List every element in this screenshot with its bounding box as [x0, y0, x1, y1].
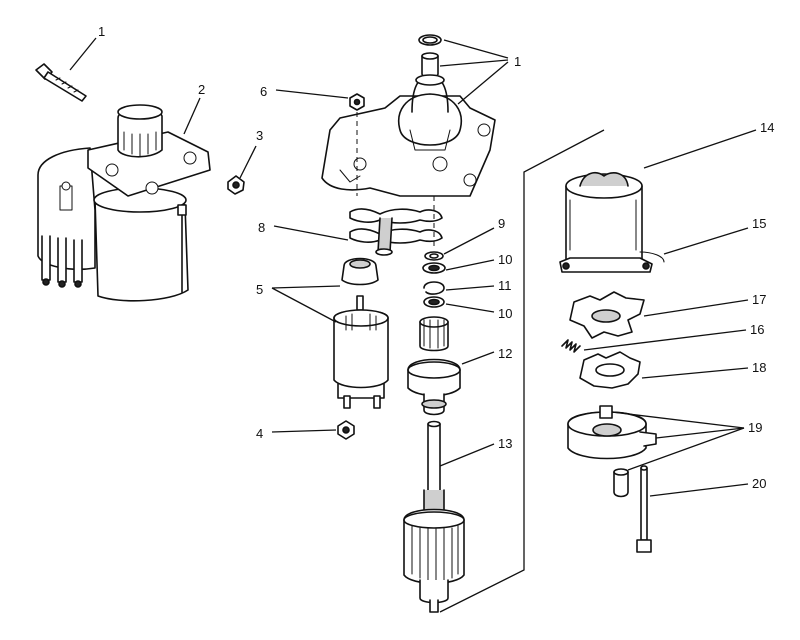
- part-starter-assembly: [37, 104, 211, 302]
- leader-19b: [655, 427, 745, 439]
- leader-3: [239, 145, 257, 179]
- callout-20-bolt: 20: [752, 476, 766, 491]
- callout-14-frame: 14: [760, 120, 774, 135]
- callout-12-clutch: 12: [498, 346, 512, 361]
- part-washer-9: [424, 251, 444, 261]
- leader-4: [271, 429, 337, 433]
- callout-13-armature: 13: [498, 436, 512, 451]
- leader-14: [643, 129, 757, 169]
- callout-9-washer: 9: [498, 216, 505, 231]
- part-snap-ring: [423, 281, 445, 295]
- callout-17-holder: 17: [752, 292, 766, 307]
- part-bushing-sleeve: [421, 52, 439, 78]
- part-end-cap: [567, 405, 657, 460]
- leader-16: [583, 329, 747, 351]
- leader-1a: [69, 37, 97, 71]
- callout-4-nut: 4: [256, 426, 263, 441]
- callout-8-lever: 8: [258, 220, 265, 235]
- leader-12: [461, 351, 495, 365]
- callout-1-bolt: 1: [98, 24, 105, 39]
- leader-5a: [271, 285, 341, 289]
- callout-1-bushings: 1: [514, 54, 521, 69]
- part-brush-spring: [561, 339, 581, 353]
- callout-16-spring: 16: [750, 322, 764, 337]
- leader-8: [273, 225, 349, 241]
- part-shift-lever: [349, 208, 443, 256]
- leader-18: [641, 367, 749, 379]
- leader-10a: [445, 259, 495, 271]
- leader-9: [443, 227, 495, 255]
- part-end-cap-bushing: [613, 468, 629, 498]
- leader-13: [439, 443, 495, 467]
- leader-15: [663, 227, 749, 255]
- part-bushing-ring: [418, 34, 442, 46]
- part-collar-lower: [423, 296, 445, 308]
- leader-20: [649, 483, 749, 497]
- callout-10-collar-upper: 10: [498, 252, 512, 267]
- leader-17: [643, 299, 749, 317]
- leader-2: [183, 97, 201, 135]
- assembly-bracket: [439, 129, 605, 613]
- part-drive-housing: [321, 74, 496, 197]
- callout-19-cap: 19: [748, 420, 762, 435]
- callout-10-collar-lower: 10: [498, 306, 512, 321]
- leader-19a: [611, 411, 745, 429]
- leader-lines: [69, 37, 757, 497]
- leader-19c: [627, 427, 745, 471]
- part-bolt-long: [35, 63, 87, 102]
- part-nut-4: [337, 420, 355, 440]
- part-through-bolt: [636, 465, 652, 553]
- part-drive-clutch: [407, 316, 461, 416]
- part-collar-upper: [422, 262, 446, 274]
- callout-3-nut: 3: [256, 128, 263, 143]
- callout-2-starter: 2: [198, 82, 205, 97]
- part-brush-plate: [579, 351, 641, 389]
- part-nut-small: [227, 175, 245, 195]
- leader-1b-b: [439, 59, 509, 67]
- leader-10b: [445, 303, 495, 313]
- callout-labels: 1 2 3 6 1 14 8 9 15 10 5 11 10 17 16 12 …: [98, 24, 774, 491]
- leader-1b-a: [443, 39, 509, 59]
- callout-11-ring: 11: [498, 278, 512, 293]
- leader-1b-c: [457, 61, 509, 105]
- part-armature: [403, 420, 465, 613]
- callout-6-nut: 6: [260, 84, 267, 99]
- part-solenoid: [333, 295, 389, 409]
- leader-5b: [271, 287, 337, 323]
- leader-11: [445, 285, 495, 291]
- callout-18-plate: 18: [752, 360, 766, 375]
- part-field-frame: [559, 172, 665, 273]
- callout-5-solenoid: 5: [256, 282, 263, 297]
- callout-15-frame: 15: [752, 216, 766, 231]
- part-brush-holder: [569, 291, 645, 339]
- leader-6: [275, 89, 349, 99]
- part-solenoid-boot: [341, 257, 379, 286]
- part-nut-housing: [349, 93, 365, 111]
